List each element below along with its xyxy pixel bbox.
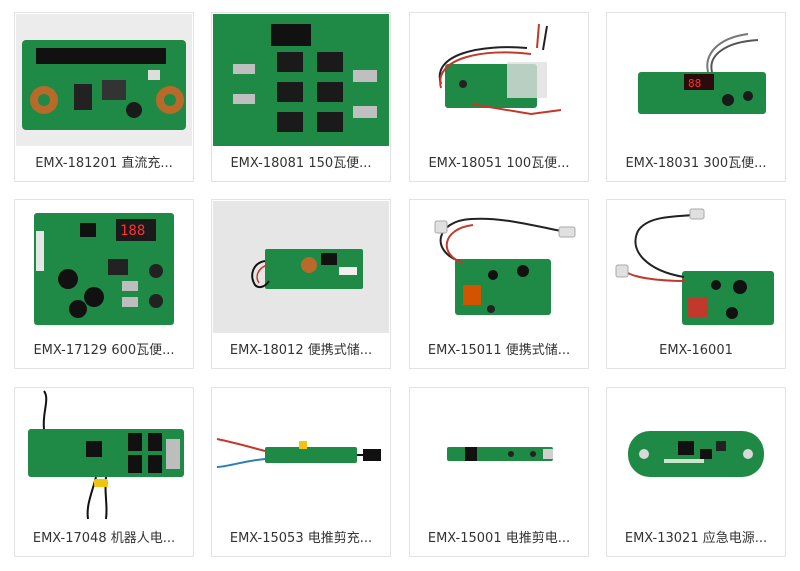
product-title[interactable]: EMX-18031 300瓦便...	[625, 156, 767, 171]
product-title[interactable]: EMX-13021 应急电源...	[624, 531, 768, 546]
product-card[interactable]: EMX-16001	[606, 199, 786, 369]
product-title[interactable]: EMX-18081 150瓦便...	[230, 156, 372, 171]
product-card[interactable]: EMX-18012 便携式储...	[211, 199, 391, 369]
pcb-board-image	[213, 389, 389, 521]
product-card[interactable]: 88 EMX-18031 300瓦便...	[606, 12, 786, 182]
pcb-board-image	[411, 201, 587, 333]
product-image[interactable]	[411, 14, 587, 146]
product-title[interactable]: EMX-16001	[659, 343, 733, 358]
product-card[interactable]: EMX-15011 便携式储...	[409, 199, 589, 369]
product-title[interactable]: EMX-181201 直流充...	[35, 156, 173, 171]
pcb-board-image	[608, 201, 784, 333]
product-image[interactable]	[213, 14, 389, 146]
product-title[interactable]: EMX-18012 便携式储...	[229, 343, 373, 358]
product-card[interactable]: EMX-13021 应急电源...	[606, 387, 786, 557]
product-title[interactable]: EMX-15053 电推剪充...	[229, 531, 373, 546]
product-card[interactable]: EMX-181201 直流充...	[14, 12, 194, 182]
product-image[interactable]	[16, 14, 192, 146]
product-image[interactable]	[608, 389, 784, 521]
product-image[interactable]	[16, 389, 192, 521]
pcb-board-image: 188	[16, 201, 192, 333]
pcb-board-image	[411, 14, 587, 146]
product-card[interactable]: EMX-18051 100瓦便...	[409, 12, 589, 182]
product-title[interactable]: EMX-15001 电推剪电...	[427, 531, 571, 546]
pcb-board-image	[213, 14, 389, 146]
product-title[interactable]: EMX-17129 600瓦便...	[33, 343, 175, 358]
product-card[interactable]: EMX-18081 150瓦便...	[211, 12, 391, 182]
product-image[interactable]: 88	[608, 14, 784, 146]
product-image[interactable]	[411, 389, 587, 521]
pcb-board-image	[213, 201, 389, 333]
product-image[interactable]	[411, 201, 587, 333]
pcb-board-image: 88	[608, 14, 784, 146]
product-image[interactable]	[213, 389, 389, 521]
product-title[interactable]: EMX-17048 机器人电...	[32, 531, 176, 546]
pcb-board-image	[16, 389, 192, 521]
product-title[interactable]: EMX-15011 便携式储...	[427, 343, 571, 358]
product-image[interactable]: 188	[16, 201, 192, 333]
pcb-board-image	[16, 14, 192, 146]
product-card[interactable]: EMX-17048 机器人电...	[14, 387, 194, 557]
product-image[interactable]	[608, 201, 784, 333]
product-image[interactable]	[213, 201, 389, 333]
product-title[interactable]: EMX-18051 100瓦便...	[428, 156, 570, 171]
product-card[interactable]: EMX-15001 电推剪电...	[409, 387, 589, 557]
pcb-board-image	[608, 389, 784, 521]
svg-text:188: 188	[120, 223, 145, 239]
product-card[interactable]: EMX-15053 电推剪充...	[211, 387, 391, 557]
svg-text:88: 88	[688, 77, 701, 90]
product-card[interactable]: 188 EMX-17129 600瓦便...	[14, 199, 194, 369]
pcb-board-image	[411, 389, 587, 521]
